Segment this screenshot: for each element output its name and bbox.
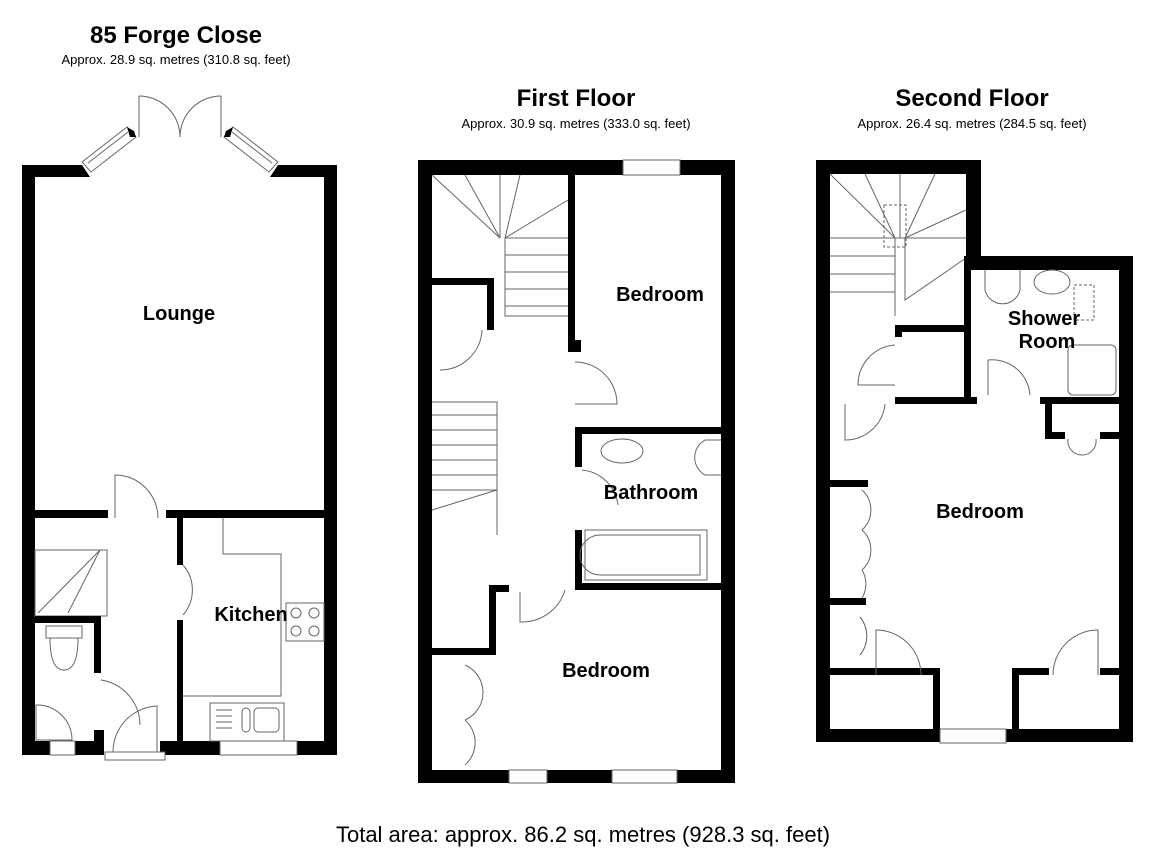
first-floor-area: Approx. 30.9 sq. metres (333.0 sq. feet) <box>461 116 691 131</box>
room-label-shower: Shower <box>1007 308 1081 330</box>
second-floor-area: Approx. 26.4 sq. metres (284.5 sq. feet) <box>857 116 1087 131</box>
second-floor-plan <box>816 160 1133 744</box>
second-floor-title: Second Floor <box>895 85 1049 112</box>
ground-floor-plan <box>22 95 337 761</box>
room-label-bathroom: Bathroom <box>603 482 699 504</box>
room-label-shower-room: Room <box>1018 331 1076 353</box>
room-label-kitchen: Kitchen <box>214 604 288 626</box>
ground-floor-area: Approx. 28.9 sq. metres (310.8 sq. feet) <box>61 52 291 67</box>
room-label-lounge: Lounge <box>142 303 216 325</box>
first-floor-title: First Floor <box>516 85 636 112</box>
ground-floor-title: 85 Forge Close <box>89 22 263 49</box>
room-label-bedroom-1: Bedroom <box>616 284 704 306</box>
total-area: Total area: approx. 86.2 sq. metres (928… <box>335 822 831 847</box>
room-label-bedroom-2: Bedroom <box>562 660 650 682</box>
first-floor-plan <box>418 159 735 784</box>
room-label-bedroom-3: Bedroom <box>936 501 1024 523</box>
